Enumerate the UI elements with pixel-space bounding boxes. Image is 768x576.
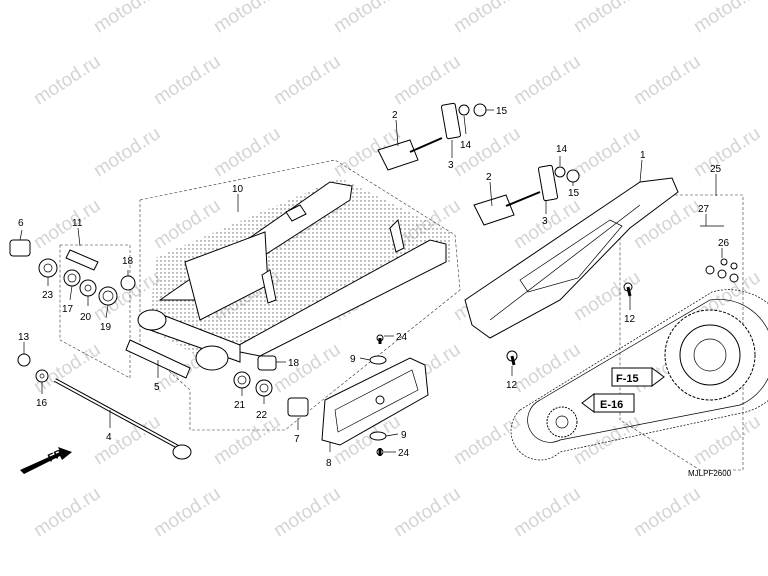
callout-label: 21 [234, 400, 246, 411]
reference-f15[interactable]: F-15 [611, 367, 665, 387]
callout-label: 11 [72, 218, 83, 229]
front-direction-arrow [20, 447, 72, 474]
chain-case[interactable] [464, 177, 679, 362]
callout-26: 26 [718, 238, 730, 258]
callout-9a: 9 [350, 354, 371, 365]
callout-label: 12 [506, 380, 518, 391]
callout-label: 1 [640, 150, 646, 161]
callout-2b: 2 [486, 172, 493, 207]
callout-label: 20 [80, 312, 92, 323]
callout-20: 20 [80, 296, 92, 323]
callout-6: 6 [18, 218, 24, 241]
callout-15b: 15 [568, 182, 580, 199]
callout-27: 27 [698, 204, 724, 227]
callout-label: 2 [486, 172, 492, 183]
callout-12a: 12 [624, 296, 636, 325]
front-direction-label: FR. [46, 446, 67, 464]
callout-label: 24 [398, 448, 410, 459]
callout-label: 14 [556, 144, 568, 155]
callout-label: 8 [326, 458, 332, 469]
callout-2a: 2 [392, 110, 399, 147]
callout-18b: 18 [276, 358, 300, 369]
callout-label: 14 [460, 140, 472, 151]
callout-label: 18 [288, 358, 300, 369]
callout-11: 11 [72, 218, 83, 247]
callout-label: 27 [698, 204, 710, 215]
callout-label: 15 [568, 188, 580, 199]
callout-label: 12 [624, 314, 636, 325]
callout-4: 4 [106, 410, 112, 443]
reference-f15-label: F-15 [616, 373, 639, 385]
reference-e16-label: E-16 [600, 399, 623, 411]
callout-label: 7 [294, 434, 300, 445]
drive-chain-kit[interactable] [510, 258, 768, 461]
callout-label: 10 [232, 184, 244, 195]
callout-label: 26 [718, 238, 730, 249]
bolts[interactable] [378, 286, 632, 456]
callout-14a: 14 [460, 115, 472, 151]
callout-10: 10 [232, 184, 244, 212]
callout-label: 15 [496, 106, 508, 117]
callout-8: 8 [326, 442, 332, 469]
callout-23: 23 [42, 277, 54, 301]
callout-label: 3 [448, 160, 454, 171]
callout-5: 5 [154, 360, 160, 393]
callout-label: 25 [710, 164, 722, 175]
callout-16: 16 [36, 382, 48, 409]
callout-label: 6 [18, 218, 24, 229]
callout-label: 13 [18, 332, 30, 343]
pivot-bolt[interactable] [54, 378, 192, 460]
callout-12b: 12 [506, 366, 518, 391]
diagram-code: MJLPF2600 [688, 469, 732, 478]
callout-24b: 24 [384, 448, 410, 459]
swingarm[interactable] [137, 178, 450, 371]
callout-label: 3 [542, 216, 548, 227]
callout-21: 21 [234, 388, 246, 411]
callout-label: 23 [42, 290, 54, 301]
callout-15a: 15 [486, 106, 508, 117]
callout-label: 9 [401, 430, 407, 441]
callout-3b: 3 [542, 200, 548, 227]
callout-24a: 24 [384, 332, 408, 343]
callout-25: 25 [710, 164, 722, 196]
callout-9b: 9 [385, 430, 407, 441]
chain-slider[interactable] [321, 334, 429, 456]
callout-7: 7 [294, 418, 300, 445]
callout-label: 19 [100, 322, 112, 333]
chain-adjuster-upper[interactable] [377, 102, 487, 171]
callout-label: 2 [392, 110, 398, 121]
callout-label: 22 [256, 410, 268, 421]
pivot-collar[interactable] [125, 339, 191, 379]
callout-1: 1 [639, 150, 646, 183]
callout-14b: 14 [556, 144, 568, 166]
callout-label: 18 [122, 256, 134, 267]
callout-3a: 3 [448, 140, 454, 171]
callout-label: 16 [36, 398, 48, 409]
callout-13: 13 [18, 332, 30, 354]
reference-e16[interactable]: E-16 [581, 393, 635, 413]
chain-adjuster-lower[interactable] [473, 164, 580, 226]
callout-17: 17 [62, 285, 74, 315]
callout-label: 4 [106, 432, 112, 443]
callout-label: 17 [62, 304, 74, 315]
callout-label: 5 [154, 382, 160, 393]
callout-18a: 18 [122, 256, 134, 276]
callout-label: 24 [396, 332, 408, 343]
callout-22: 22 [256, 396, 268, 421]
callout-19: 19 [100, 304, 112, 333]
callout-label: 9 [350, 354, 356, 365]
